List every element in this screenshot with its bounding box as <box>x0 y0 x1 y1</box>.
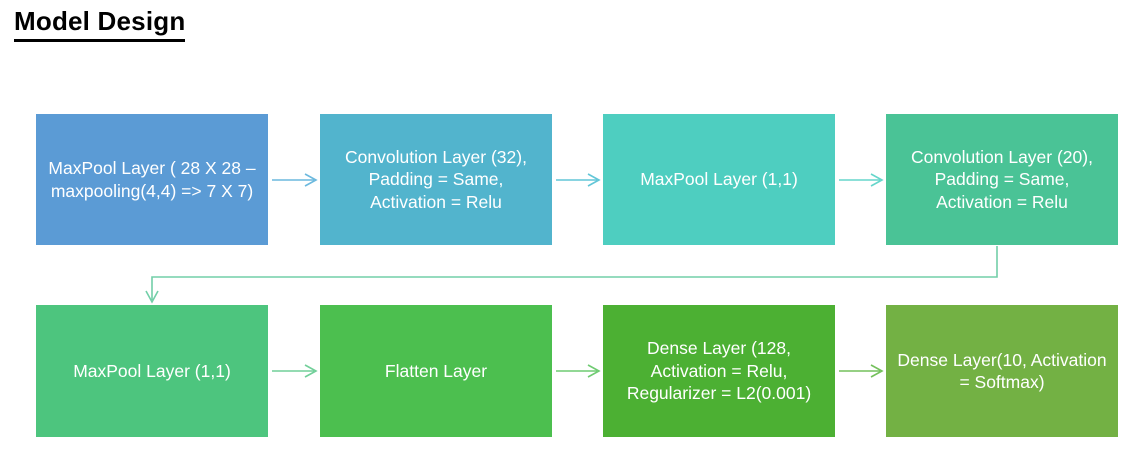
edge-node-2-to-node-3 <box>556 173 601 187</box>
edge-node-6-to-node-7 <box>556 364 601 378</box>
edge-node-4-to-node-5 <box>145 246 998 304</box>
flow-node-conv-20[interactable]: Convolution Layer (20), Padding = Same, … <box>886 114 1118 245</box>
edge-node-5-to-node-6 <box>272 364 318 378</box>
page-title: Model Design <box>14 6 186 43</box>
edge-node-1-to-node-2 <box>272 173 318 187</box>
flow-node-maxpool-2[interactable]: MaxPool Layer (1,1) <box>36 305 268 437</box>
edge-node-7-to-node-8 <box>839 364 884 378</box>
edge-node-3-to-node-4 <box>839 173 884 187</box>
flow-node-maxpool-1[interactable]: MaxPool Layer (1,1) <box>603 114 835 245</box>
flow-node-flatten[interactable]: Flatten Layer <box>320 305 552 437</box>
flow-node-conv-32[interactable]: Convolution Layer (32), Padding = Same, … <box>320 114 552 245</box>
flow-node-dense-10[interactable]: Dense Layer(10, Activation = Softmax) <box>886 305 1118 437</box>
flow-node-dense-128[interactable]: Dense Layer (128, Activation = Relu, Reg… <box>603 305 835 437</box>
flow-node-maxpool-input[interactable]: MaxPool Layer ( 28 X 28 – maxpooling(4,4… <box>36 114 268 245</box>
